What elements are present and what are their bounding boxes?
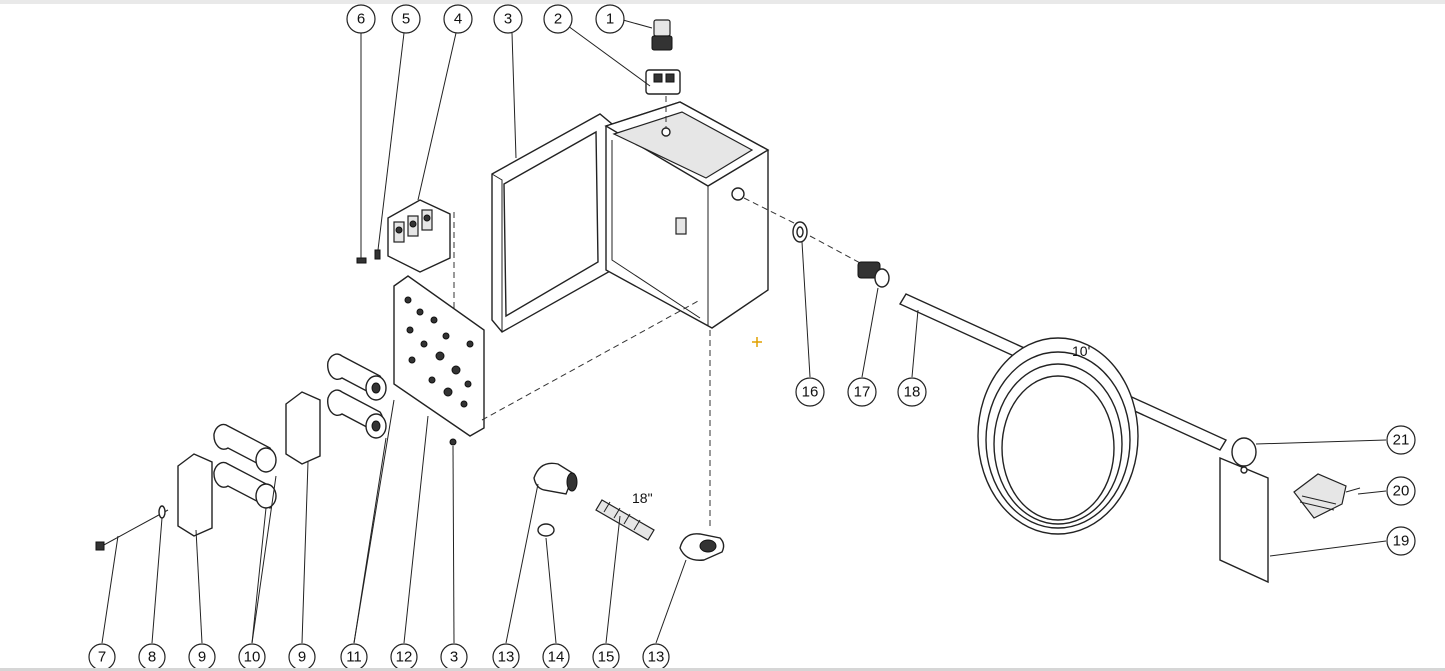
svg-text:6: 6 xyxy=(357,11,365,28)
callout-10: 10 xyxy=(238,643,266,671)
power-cord xyxy=(898,293,1228,535)
callout-14: 14 xyxy=(542,643,570,671)
callout-16: 16 xyxy=(795,377,825,407)
svg-text:16: 16 xyxy=(802,384,819,401)
callout-9-left: 9 xyxy=(188,643,216,671)
svg-text:18: 18 xyxy=(904,384,921,401)
callout-11: 11 xyxy=(340,643,368,671)
callout-4: 4 xyxy=(443,4,473,34)
bracket-lower xyxy=(177,453,213,537)
bracket-upper xyxy=(285,391,321,465)
cord-length-label: 10' xyxy=(1072,343,1090,359)
svg-text:9: 9 xyxy=(298,649,306,666)
svg-text:21: 21 xyxy=(1393,432,1410,449)
svg-text:4: 4 xyxy=(454,11,462,28)
lock-nut xyxy=(792,221,808,243)
top-border xyxy=(0,0,1445,4)
svg-text:7: 7 xyxy=(98,649,106,666)
conduit-length-label: 18" xyxy=(632,490,653,506)
screw-6 xyxy=(356,257,367,264)
callout-5: 5 xyxy=(391,4,421,34)
callout-15: 15 xyxy=(592,643,620,671)
o-ring xyxy=(537,523,555,537)
enclosure-lid xyxy=(491,113,613,333)
svg-text:17: 17 xyxy=(854,384,871,401)
callout-6: 6 xyxy=(346,4,376,34)
long-bolt xyxy=(95,509,169,551)
callout-1: 1 xyxy=(595,4,625,34)
svg-text:13: 13 xyxy=(648,649,665,666)
plug xyxy=(1293,473,1361,519)
svg-text:2: 2 xyxy=(554,11,562,28)
callout-13-right: 13 xyxy=(642,643,670,671)
svg-text:10: 10 xyxy=(244,649,261,666)
svg-text:5: 5 xyxy=(402,11,410,28)
tie-ring xyxy=(1231,437,1257,467)
svg-text:8: 8 xyxy=(148,649,156,666)
selector-switch xyxy=(651,19,673,51)
svg-text:15: 15 xyxy=(598,649,615,666)
svg-text:19: 19 xyxy=(1393,533,1410,550)
callout-2: 2 xyxy=(543,4,573,34)
warning-tag xyxy=(1219,456,1269,584)
svg-text:1: 1 xyxy=(606,11,614,28)
callout-8: 8 xyxy=(138,643,166,671)
svg-text:11: 11 xyxy=(346,649,362,666)
elbow-fitting-left xyxy=(533,462,578,495)
svg-text:3: 3 xyxy=(504,11,512,28)
contactor xyxy=(387,199,455,330)
backplate xyxy=(393,275,701,437)
elbow-fitting-right xyxy=(679,533,725,561)
callout-18: 18 xyxy=(897,377,927,407)
callout-19: 19 xyxy=(1386,526,1416,556)
callout-9-right: 9 xyxy=(288,643,316,671)
svg-text:20: 20 xyxy=(1393,483,1410,500)
callout-3-top: 3 xyxy=(493,4,523,34)
screw-5 xyxy=(374,249,381,260)
bottom-border xyxy=(0,668,1445,671)
enclosure-box xyxy=(604,101,770,329)
flex-conduit xyxy=(595,499,655,541)
callout-3-bottom: 3 xyxy=(440,643,468,671)
svg-text:9: 9 xyxy=(198,649,206,666)
contact-block xyxy=(645,69,681,128)
cord-grip xyxy=(857,261,890,288)
callout-7: 7 xyxy=(88,643,116,671)
svg-text:14: 14 xyxy=(548,649,565,666)
callout-21: 21 xyxy=(1386,425,1416,455)
center-marker xyxy=(752,337,762,347)
capacitor-upper-pair xyxy=(327,353,387,439)
callout-17: 17 xyxy=(847,377,877,407)
callout-20: 20 xyxy=(1386,476,1416,506)
leader-lines xyxy=(101,19,1387,644)
callout-13-left: 13 xyxy=(492,643,520,671)
washer xyxy=(158,505,166,519)
callout-12: 12 xyxy=(390,643,418,671)
capacitor-lower-pair xyxy=(213,423,277,509)
screw-3 xyxy=(449,330,711,530)
svg-text:13: 13 xyxy=(498,649,515,666)
svg-text:3: 3 xyxy=(450,649,458,666)
svg-text:12: 12 xyxy=(396,649,413,666)
